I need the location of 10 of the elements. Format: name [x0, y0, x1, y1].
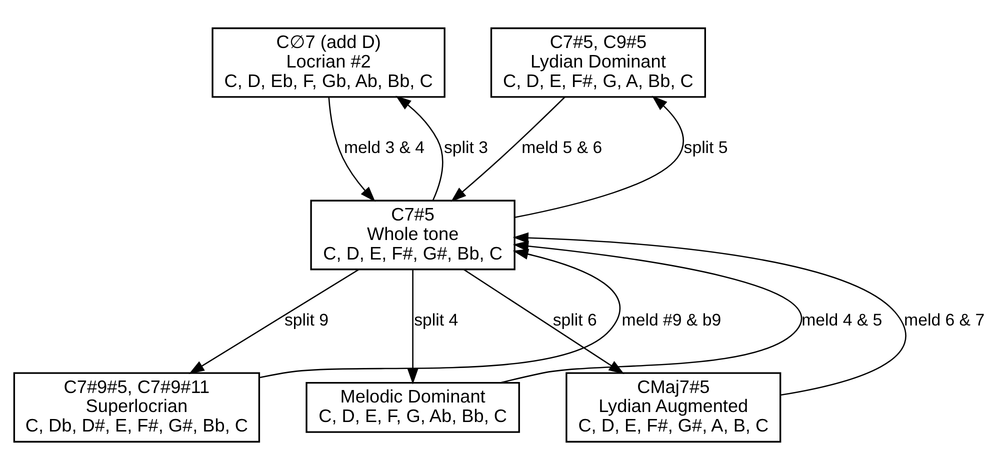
edge-label: meld 3 & 4: [344, 138, 424, 157]
edge-label: meld 4 & 5: [801, 310, 882, 330]
edge-label: split 9: [284, 310, 328, 330]
edge-label: split 5: [683, 138, 728, 157]
edge-label: split 3: [443, 138, 488, 157]
edge-label: meld 6 & 7: [904, 310, 984, 330]
edge-label: meld 5 & 6: [521, 138, 602, 157]
edge-label: split 6: [552, 310, 596, 330]
edge-label: meld #9 & b9: [621, 310, 721, 330]
edge-label: split 4: [414, 310, 458, 330]
